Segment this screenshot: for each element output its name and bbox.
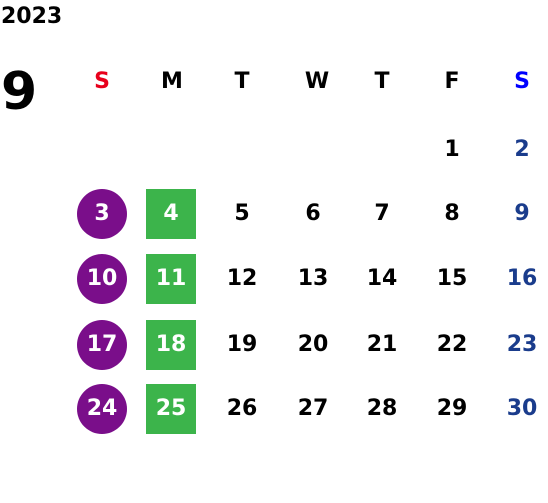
day-cell[interactable]: 1 — [444, 137, 460, 162]
weekday-wed: W — [304, 69, 330, 94]
day-cell[interactable]: 28 — [366, 396, 398, 421]
weekday-mon: M — [161, 69, 183, 94]
day-cell[interactable]: 25 — [146, 384, 196, 434]
day-cell[interactable]: 30 — [506, 396, 538, 421]
weekday-fri: F — [444, 69, 460, 94]
day-cell[interactable]: 12 — [226, 266, 258, 291]
day-cell[interactable]: 29 — [436, 396, 468, 421]
day-cell[interactable]: 2 — [514, 137, 530, 162]
day-cell[interactable]: 20 — [297, 332, 329, 357]
year-label: 2023 — [1, 4, 63, 29]
day-cell[interactable]: 17 — [77, 320, 127, 370]
weekday-tue: T — [234, 69, 250, 94]
weekday-sat: S — [514, 69, 530, 94]
weekday-thu: T — [374, 69, 390, 94]
day-cell[interactable]: 27 — [297, 396, 329, 421]
day-cell[interactable]: 23 — [506, 332, 538, 357]
day-cell[interactable]: 18 — [146, 320, 196, 370]
day-cell[interactable]: 8 — [444, 201, 460, 226]
day-cell[interactable]: 4 — [146, 189, 196, 239]
month-label: 9 — [1, 62, 38, 122]
day-cell[interactable]: 15 — [436, 266, 468, 291]
day-cell[interactable]: 6 — [305, 201, 321, 226]
day-cell[interactable]: 26 — [226, 396, 258, 421]
day-cell[interactable]: 9 — [514, 201, 530, 226]
day-cell[interactable]: 11 — [146, 254, 196, 304]
day-cell[interactable]: 22 — [436, 332, 468, 357]
day-cell[interactable]: 13 — [297, 266, 329, 291]
day-cell[interactable]: 24 — [77, 384, 127, 434]
day-cell[interactable]: 14 — [366, 266, 398, 291]
weekday-sun: S — [94, 69, 110, 94]
day-cell[interactable]: 10 — [77, 254, 127, 304]
day-cell[interactable]: 16 — [506, 266, 538, 291]
day-cell[interactable]: 7 — [374, 201, 390, 226]
day-cell[interactable]: 21 — [366, 332, 398, 357]
day-cell[interactable]: 5 — [234, 201, 250, 226]
day-cell[interactable]: 19 — [226, 332, 258, 357]
day-cell[interactable]: 3 — [77, 189, 127, 239]
